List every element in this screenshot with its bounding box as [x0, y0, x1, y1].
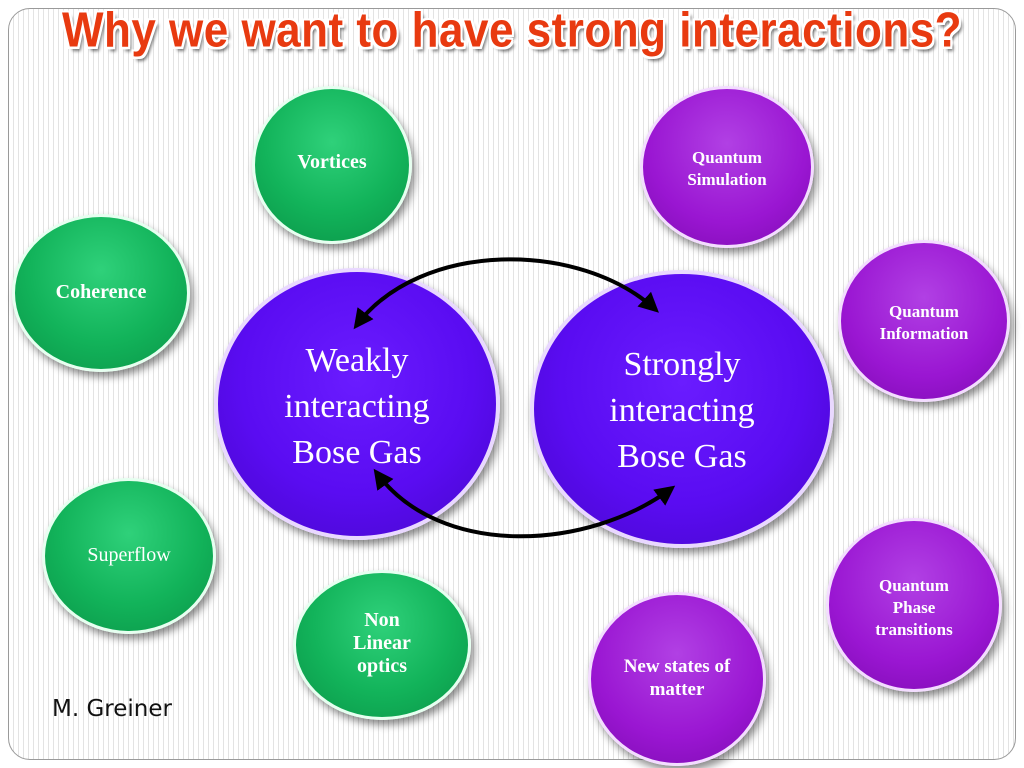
bubble-superflow: Superflow: [42, 478, 216, 634]
bubble-coherence: Coherence: [12, 214, 190, 372]
bubble-weakly-interacting: Weakly interacting Bose Gas: [214, 268, 500, 540]
bubble-quantum-information: Quantum Information: [838, 240, 1010, 402]
bubble-label: Quantum Information: [879, 302, 969, 343]
slide-title: Why we want to have strong interactions?: [61, 3, 963, 58]
author-credit: M. Greiner: [52, 696, 172, 722]
bubble-label: New states of matter: [623, 656, 731, 700]
bubble-quantum-simulation: Quantum Simulation: [640, 86, 814, 248]
bubble-nonlinear-optics: Non Linear optics: [293, 570, 471, 720]
bubble-label: Strongly interacting Bose Gas: [609, 346, 755, 475]
bubble-label: Coherence: [55, 281, 147, 303]
bubble-label: Vortices: [297, 151, 367, 173]
bubble-strongly-interacting: Strongly interacting Bose Gas: [530, 270, 834, 548]
bubble-label: Superflow: [87, 544, 171, 566]
bubble-new-states-of-matter: New states of matter: [588, 592, 766, 766]
bubble-label: Quantum Simulation: [687, 148, 767, 189]
bubble-vortices: Vortices: [252, 86, 412, 244]
bubble-label: Non Linear optics: [353, 609, 411, 677]
bubble-label: Quantum Phase transitions: [875, 576, 953, 639]
bubble-label: Weakly interacting Bose Gas: [284, 342, 430, 471]
bubble-quantum-phase-transitions: Quantum Phase transitions: [826, 518, 1002, 692]
